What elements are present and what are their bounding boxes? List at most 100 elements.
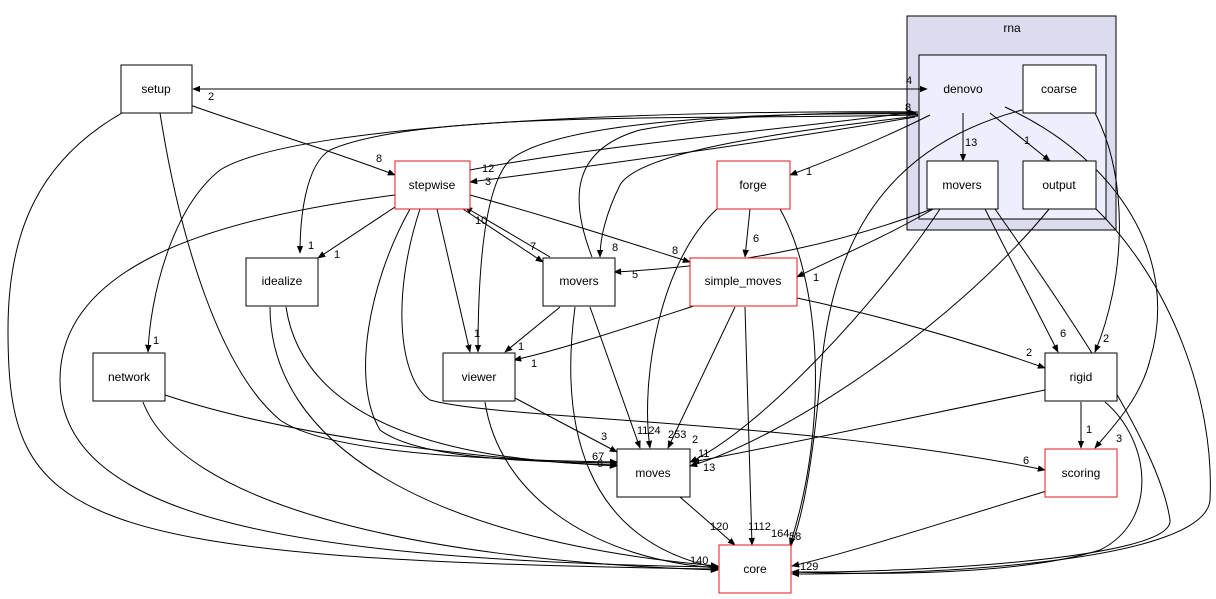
edge-label: 3: [485, 176, 491, 188]
edge-label: 2: [692, 434, 698, 446]
edge-label: 2: [208, 91, 214, 103]
edge-label: 120: [710, 521, 728, 533]
edge-moves-core: [679, 496, 736, 546]
rna-cluster-label: rna: [1003, 21, 1021, 35]
node-forge-label: forge: [739, 178, 767, 192]
edge-coarse-rigid: [1094, 112, 1120, 353]
node-stepwise-label: stepwise: [409, 178, 456, 192]
edge-label: 13: [703, 462, 715, 474]
edge-label: 3: [601, 431, 607, 443]
edge-network-core: [142, 401, 719, 573]
edge-denovo-scoring: [1004, 106, 1159, 449]
node-core-label: core: [743, 562, 767, 576]
edge-label: 6: [1060, 328, 1066, 340]
edge-stepwise-idealize: [317, 206, 396, 259]
edge-stepwise-scoring: [401, 208, 1046, 472]
edge-idealize-moves: [285, 306, 618, 469]
denovo-cluster-label[interactable]: denovo: [943, 82, 983, 96]
edge-label: 1124: [637, 425, 661, 437]
node-viewer[interactable]: viewer: [442, 352, 516, 402]
edge-label: 1: [474, 328, 480, 340]
edge-denovo-forge: [789, 114, 931, 176]
edge-label: 1: [813, 272, 819, 284]
edges: [7, 85, 1211, 578]
edge-denovo-network: [145, 111, 919, 353]
edge-label: 1: [518, 341, 524, 353]
node-rigid-label: rigid: [1070, 370, 1093, 384]
edge-denovo-viewer: [474, 113, 919, 353]
edge-label: 1: [1024, 135, 1030, 147]
node-denovo-movers-label: movers: [942, 178, 981, 192]
edge-label: 1: [153, 335, 159, 347]
edge-innermovers-moves: [689, 208, 941, 463]
edge-label: 6: [1023, 455, 1029, 467]
edge-movers-moves: [589, 306, 641, 449]
edge-movers-viewer: [504, 306, 561, 353]
node-coarse[interactable]: coarse: [1022, 64, 1097, 114]
edge-label: 253: [668, 429, 686, 441]
node-setup[interactable]: setup: [120, 64, 193, 114]
edge-label: 1: [531, 358, 537, 370]
node-rigid[interactable]: rigid: [1044, 352, 1118, 402]
edge-setup-stepwise: [189, 104, 396, 176]
node-core[interactable]: core: [718, 544, 792, 594]
node-viewer-label: viewer: [462, 370, 497, 384]
edge-viewer-moves: [514, 397, 618, 453]
edge-label: 140: [690, 555, 708, 567]
node-stepwise[interactable]: stepwise: [394, 160, 471, 210]
edge-network-moves: [164, 394, 618, 469]
edge-idealize-core: [269, 306, 719, 569]
edge-innermovers-simplemoves: [796, 207, 936, 278]
node-moves-label: moves: [635, 466, 670, 480]
node-setup-label: setup: [141, 82, 171, 96]
edge-simplemoves-rigid: [796, 297, 1046, 369]
node-denovo-movers[interactable]: movers: [926, 160, 999, 210]
edge-label: 164: [771, 528, 789, 540]
edge-simplemoves-viewer: [513, 303, 701, 362]
node-movers-label: movers: [559, 274, 598, 288]
edge-stepwise-core: [59, 194, 719, 571]
node-network[interactable]: network: [92, 352, 166, 402]
edge-scoring-core: [791, 489, 1051, 568]
edge-forge-moves: [645, 207, 719, 449]
edge-label: 8: [905, 102, 911, 114]
edge-forge-core: [779, 208, 816, 546]
edge-movers-stepwise: [464, 206, 551, 258]
node-idealize-label: idealize: [262, 274, 303, 288]
node-forge[interactable]: forge: [716, 160, 791, 210]
edge-movers-denovo: [578, 109, 917, 258]
node-simple-moves-label: simple_moves: [705, 274, 782, 288]
node-output[interactable]: output: [1022, 160, 1097, 210]
edge-label: 1: [334, 249, 340, 261]
edge-label: 8: [672, 245, 678, 257]
node-scoring-label: scoring: [1062, 466, 1101, 480]
edge-label: 1: [806, 166, 812, 178]
edge-label: 2: [1103, 333, 1109, 345]
edge-label: 5: [632, 269, 638, 281]
edge-label: 4: [906, 75, 912, 87]
node-coarse-label: coarse: [1041, 82, 1077, 96]
edge-label: 3: [1116, 433, 1122, 445]
edge-denovo-output: [989, 112, 1051, 162]
edge-stepwise-denovo: [469, 109, 916, 171]
edge-label: 8: [612, 242, 618, 254]
node-idealize[interactable]: idealize: [245, 257, 319, 307]
edge-label: 1112: [748, 521, 771, 533]
node-moves[interactable]: moves: [616, 448, 691, 498]
edge-stepwise-simplemoves: [469, 194, 691, 263]
node-scoring[interactable]: scoring: [1044, 448, 1118, 498]
edge-movers-core: [570, 306, 719, 570]
edge-output-moves: [689, 207, 1051, 468]
edge-label: 10: [475, 215, 487, 227]
node-simple-moves[interactable]: simple_moves: [689, 257, 798, 307]
edge-stepwise-viewer: [436, 208, 472, 353]
edge-label: 67: [592, 451, 604, 463]
edge-setup-core: [7, 112, 719, 573]
edge-rigid-core: [791, 401, 1143, 576]
edge-label: 11: [698, 448, 709, 460]
edge-label: 8: [376, 153, 382, 165]
edge-label: 58: [789, 531, 801, 543]
edge-labels: 4 2 8 8 12 3 13 1 1 6 8 1 1 1 10 7 8 5 1…: [153, 75, 1122, 573]
node-movers[interactable]: movers: [542, 257, 616, 307]
edge-label: 1: [308, 240, 314, 252]
